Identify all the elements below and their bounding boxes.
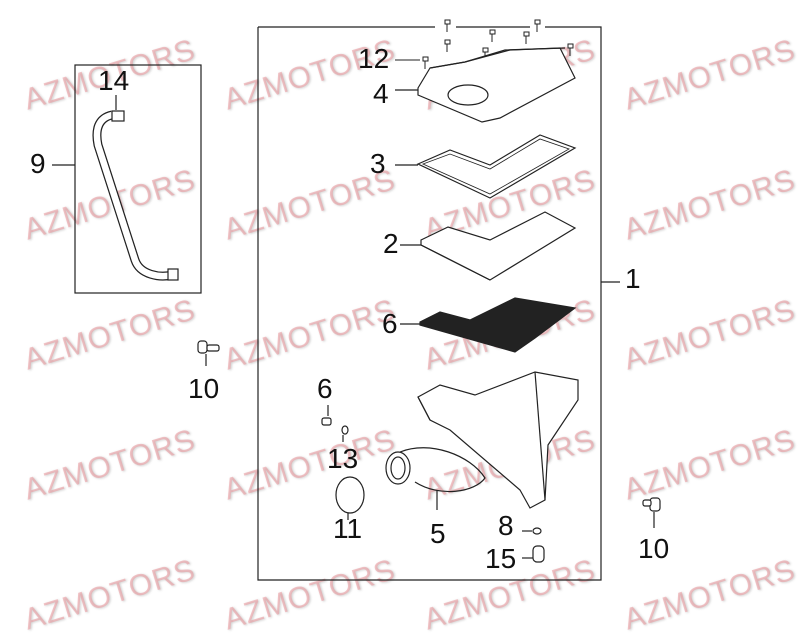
filter-element <box>400 297 577 353</box>
callout-15: 15 <box>485 543 517 574</box>
callout-6-fitting: 6 <box>317 373 333 404</box>
hose-assembly-frame <box>74 64 202 294</box>
callout-9: 9 <box>30 148 46 179</box>
callout-4: 4 <box>373 78 389 109</box>
callout-11: 11 <box>333 513 363 544</box>
callout-10-right: 10 <box>638 533 670 564</box>
callout-5: 5 <box>430 518 446 549</box>
filter-plate <box>400 211 577 281</box>
screws <box>395 19 574 69</box>
intake-duct <box>385 447 486 510</box>
callout-6-filter: 6 <box>382 308 398 339</box>
breather-hose <box>92 95 179 281</box>
callout-10-left: 10 <box>188 373 220 404</box>
callout-12: 12 <box>358 43 390 74</box>
callout-14: 14 <box>98 65 130 96</box>
callout-1: 1 <box>625 263 641 294</box>
callout-8: 8 <box>498 510 514 541</box>
main-assembly-frame <box>257 26 602 581</box>
flange-bolt-right <box>642 497 661 528</box>
seal-gasket <box>395 134 577 199</box>
hose-clamp <box>335 476 365 520</box>
small-fitting <box>321 405 349 442</box>
callout-13: 13 <box>327 443 359 474</box>
exploded-parts-diagram <box>52 19 661 581</box>
callout-3: 3 <box>370 148 386 179</box>
air-box-cover <box>395 47 576 123</box>
drain-plug <box>522 527 545 563</box>
flange-bolt-left <box>197 340 220 366</box>
callout-2: 2 <box>383 228 399 259</box>
air-box-housing <box>417 371 579 509</box>
